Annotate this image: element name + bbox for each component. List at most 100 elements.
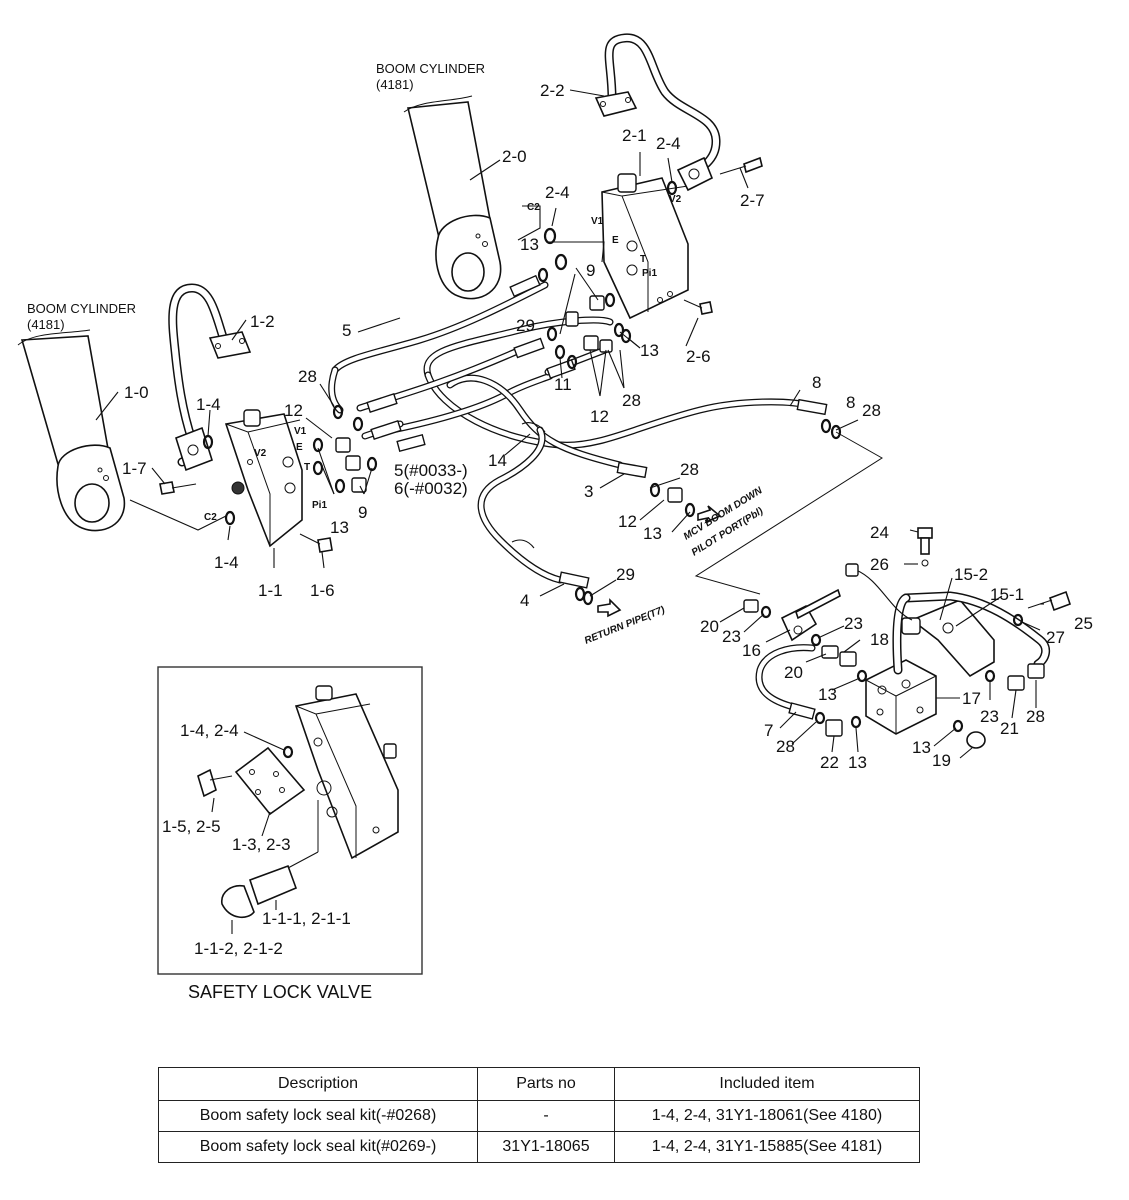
safety-lock-valve-2-1	[601, 156, 714, 320]
inset-title: SAFETY LOCK VALVE	[188, 982, 372, 1002]
callout-14: 14	[488, 451, 507, 470]
callout-6-0032: 6(-#0032)	[394, 479, 468, 498]
inset-callout-1-1-2-2-1-2: 1-1-2, 2-1-2	[194, 939, 283, 958]
port-labels: C2 V1 E T Pi1 V2 V2 V1 E T Pi1 C2	[204, 194, 682, 523]
table-row: Boom safety lock seal kit(#0269-) 31Y1-1…	[158, 1131, 920, 1163]
callout-17: 17	[962, 689, 981, 708]
callout-28-right: 28	[862, 401, 881, 420]
callout-23-left: 23	[722, 627, 741, 646]
callout-1-4-lower: 1-4	[214, 553, 239, 572]
callout-2-0: 2-0	[502, 147, 527, 166]
callout-5: 5	[342, 321, 351, 340]
callout-8-lower: 8	[846, 393, 855, 412]
callout-2-4-upper-left: 2-4	[545, 183, 570, 202]
callout-25: 25	[1074, 614, 1093, 633]
seal-kit-table: Description Parts no Included item Boom …	[158, 1067, 920, 1163]
port-e-lower: E	[296, 442, 303, 453]
boom-cylinder-ref-upper: (4181)	[376, 77, 414, 92]
callout-2-2: 2-2	[540, 81, 565, 100]
inset-callout-1-4-2-4: 1-4, 2-4	[180, 721, 239, 740]
boom-cylinder-label-upper: BOOM CYLINDER	[376, 61, 485, 76]
boom-cylinder-label-lower: BOOM CYLINDER	[27, 301, 136, 316]
port-t-upper: T	[640, 254, 646, 265]
port-v2-upper: V2	[669, 194, 682, 205]
boom-cylinder-2-0	[403, 95, 502, 300]
callout-15-1: 15-1	[990, 585, 1024, 604]
callout-2-6: 2-6	[686, 347, 711, 366]
cell-included-item: 1-4, 2-4, 31Y1-18061(See 4180)	[614, 1100, 920, 1132]
callout-29-upper: 29	[516, 316, 535, 335]
callout-9-upper: 9	[586, 261, 595, 280]
inset-callout-1-1-1-2-1-1: 1-1-1, 2-1-1	[262, 909, 351, 928]
cell-included-item: 1-4, 2-4, 31Y1-15885(See 4181)	[614, 1131, 920, 1163]
callout-19: 19	[932, 751, 951, 770]
callout-13-bottom: 13	[848, 753, 867, 772]
port-v2-lower: V2	[254, 448, 267, 459]
callout-9-left: 9	[358, 503, 367, 522]
callout-2-1: 2-1	[622, 126, 647, 145]
port-v1-lower: V1	[294, 426, 307, 437]
callout-1-6: 1-6	[310, 581, 335, 600]
flow-arrows	[597, 505, 722, 618]
callout-12-right: 12	[618, 512, 637, 531]
return-pipe-label: RETURN PIPE(T7)	[583, 604, 667, 647]
callout-28-mid: 28	[622, 391, 641, 410]
pipe-2-2	[594, 33, 721, 179]
column-header-parts-no: Parts no	[477, 1067, 615, 1101]
inset-safety-lock-valve: 1-4, 2-4 1-5, 2-5 1-3, 2-3 1-1-1, 2-1-1 …	[157, 666, 423, 975]
callout-3: 3	[584, 482, 593, 501]
callout-21: 21	[1000, 719, 1019, 738]
leader-lines	[95, 89, 1044, 759]
selector-valve-assembly	[743, 527, 1072, 749]
callout-1-2: 1-2	[250, 312, 275, 331]
callout-27: 27	[1046, 628, 1065, 647]
cell-parts-no: 31Y1-18065	[477, 1131, 615, 1163]
callout-5-0033: 5(#0033-)	[394, 461, 468, 480]
callout-22: 22	[820, 753, 839, 772]
callout-8-upper: 8	[812, 373, 821, 392]
callout-15-2: 15-2	[954, 565, 988, 584]
port-t-lower: T	[304, 462, 310, 473]
callout-23-mid: 23	[844, 614, 863, 633]
callout-13-upper: 13	[520, 235, 539, 254]
port-e-upper: E	[612, 235, 619, 246]
callout-13-mid-right: 13	[640, 341, 659, 360]
boom-cylinder-ref-lower: (4181)	[27, 317, 65, 332]
hoses-and-pipes	[328, 274, 828, 589]
callout-28-lower: 28	[776, 737, 795, 756]
callout-2-4-upper-right: 2-4	[656, 134, 681, 153]
inset-callout-1-5-2-5: 1-5, 2-5	[162, 817, 221, 836]
column-header-description: Description	[158, 1067, 478, 1101]
callout-1-7: 1-7	[122, 459, 147, 478]
callout-26: 26	[870, 555, 889, 574]
callout-13-lower-right: 13	[912, 738, 931, 757]
callout-13-left: 13	[330, 518, 349, 537]
pipe-1-2	[168, 283, 252, 472]
callout-1-1: 1-1	[258, 581, 283, 600]
boom-cylinder-1-0	[17, 329, 126, 532]
callout-1-0: 1-0	[124, 383, 149, 402]
column-header-included-item: Included item	[614, 1067, 920, 1101]
callout-12-mid: 12	[590, 407, 609, 426]
callout-20-upper: 20	[700, 617, 719, 636]
callout-labels: 2-2 2-0 2-1 2-4 2-7 2-4 13 9 29 13 2-6 5…	[122, 81, 1093, 772]
table-row: Boom safety lock seal kit(-#0268) - 1-4,…	[158, 1100, 920, 1132]
port-c2-upper: C2	[527, 202, 540, 213]
callout-16: 16	[742, 641, 761, 660]
callout-29-lower: 29	[616, 565, 635, 584]
callout-20-lower: 20	[784, 663, 803, 682]
cell-description: Boom safety lock seal kit(#0269-)	[158, 1131, 478, 1163]
inset-callout-1-3-2-3: 1-3, 2-3	[232, 835, 291, 854]
safety-lock-valve-1-1	[224, 409, 303, 548]
cell-parts-no: -	[477, 1100, 615, 1132]
port-v1-upper: V1	[591, 216, 604, 227]
table-header-row: Description Parts no Included item	[158, 1067, 920, 1101]
callout-13-block: 13	[818, 685, 837, 704]
callout-28-hose3: 28	[680, 460, 699, 479]
callout-12-left: 12	[284, 401, 303, 420]
port-pi1-upper: Pi1	[642, 268, 657, 279]
callout-2-7: 2-7	[740, 191, 765, 210]
callout-4: 4	[520, 591, 529, 610]
callout-1-4-upper: 1-4	[196, 395, 221, 414]
